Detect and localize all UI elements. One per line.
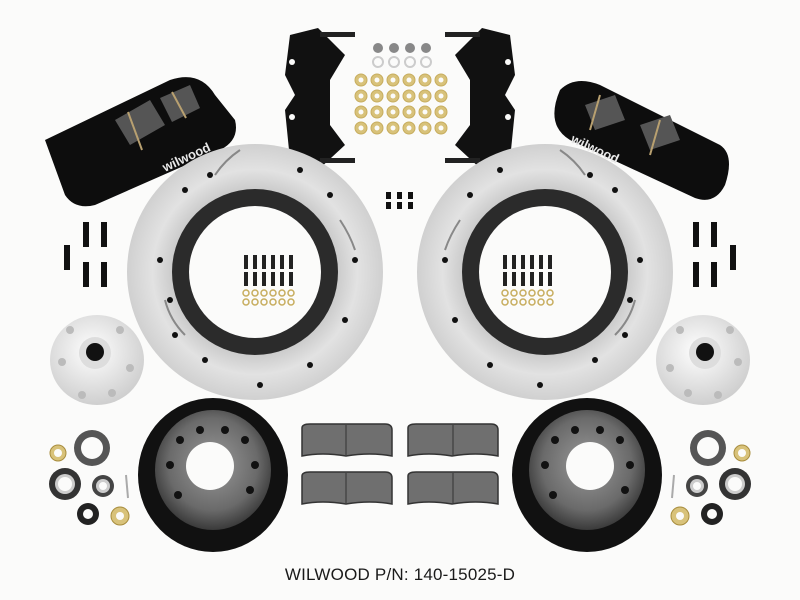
brake-pads: [301, 423, 499, 505]
bracket-left: [285, 28, 355, 170]
rotor-right: [417, 144, 673, 400]
bolts-right: [693, 222, 736, 287]
hat-right: [512, 398, 662, 552]
bearing-kit-right: [670, 430, 751, 526]
hat-left: [138, 398, 288, 552]
bearing-kit-left: [49, 430, 130, 526]
hub-right: [656, 315, 750, 405]
part-number-caption: WILWOOD P/N: 140-15025-D: [284, 565, 516, 584]
caliper-right: wilwood: [554, 81, 729, 200]
bolts-left: [64, 222, 107, 287]
screws-center: [386, 192, 413, 209]
bracket-right: [445, 28, 515, 170]
washers-grid: [354, 43, 448, 135]
hub-left: [50, 315, 144, 405]
rotor-left: [127, 144, 383, 400]
